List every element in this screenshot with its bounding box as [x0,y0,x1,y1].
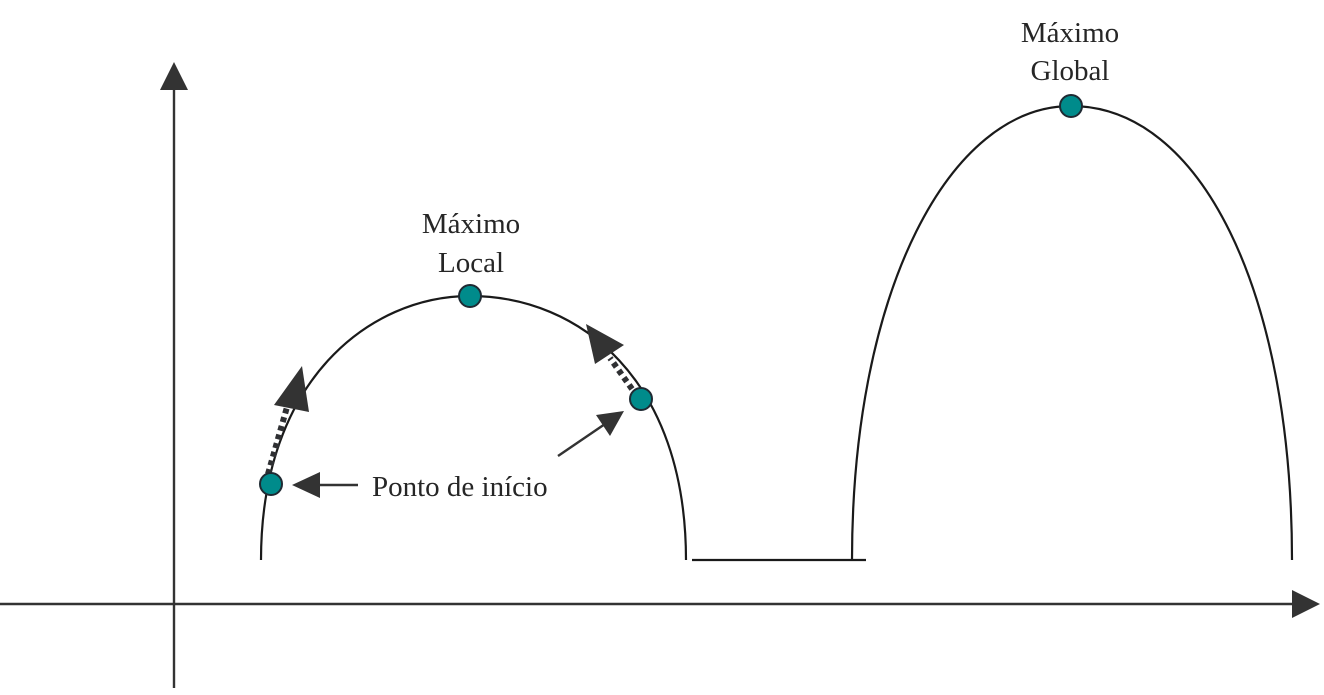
global-maximum-label-line1: Máximo [1021,17,1119,49]
right-start-arrow-line [557,423,606,457]
start-point-arrow-left-icon [292,472,320,498]
local-maximum-label-line1: Máximo [422,208,520,240]
right-climb-arrowhead-icon [586,324,624,364]
right-start-point [629,387,653,411]
local-maximum-label-line2: Local [438,247,504,279]
start-point-label: Ponto de início [372,471,548,503]
x-axis-arrowhead-icon [1292,590,1320,618]
right-climb-dashed-line [607,356,635,391]
left-climb-dashed-line [265,399,292,475]
local-maximum-point [458,284,482,308]
global-maximum-label-line2: Global [1031,55,1110,87]
right-start-arrow-up-right-icon [596,411,624,436]
local-maximum-hill [259,294,688,561]
y-axis-arrowhead-icon [160,62,188,90]
global-maximum-point [1059,94,1083,118]
left-start-point [259,472,283,496]
global-maximum-hill [850,104,1294,561]
left-climb-arrowhead-icon [274,366,309,412]
